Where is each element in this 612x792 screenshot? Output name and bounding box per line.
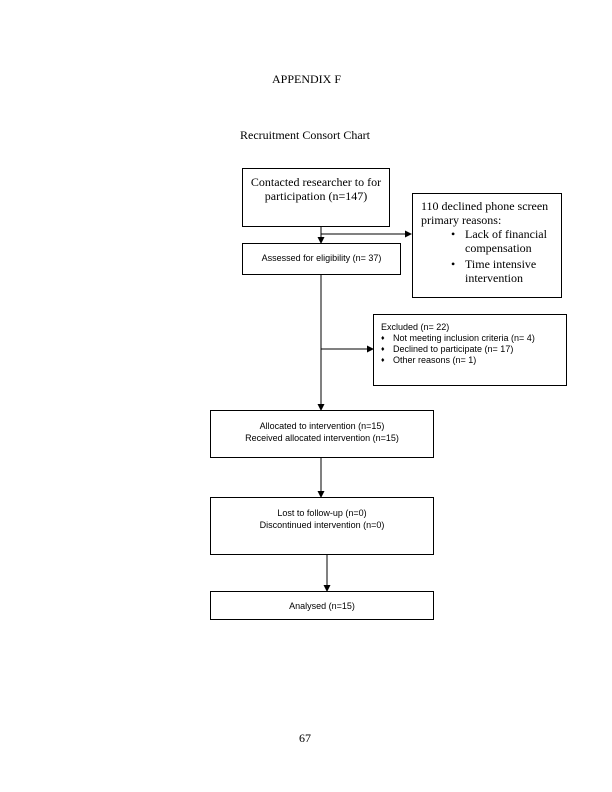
diamond-bullet-icon: ♦	[381, 346, 385, 353]
excluded-reason-text: Other reasons (n= 1)	[393, 355, 477, 365]
followup-box: Lost to follow-up (n=0) Discontinued int…	[210, 497, 434, 555]
excluded-reason-text: Not meeting inclusion criteria (n= 4)	[393, 333, 535, 343]
excluded-reason-item: ♦ Declined to participate (n= 17)	[381, 344, 566, 355]
declined-reason-item: • Lack of financial compensation	[451, 227, 561, 255]
declined-reasons-list: • Lack of financial compensation • Time …	[451, 227, 561, 285]
declined-reason-line1: Time intensive	[465, 257, 537, 271]
excluded-reason-item: ♦ Not meeting inclusion criteria (n= 4)	[381, 333, 566, 344]
declined-box: 110 declined phone screen primary reason…	[412, 193, 562, 298]
allocated-line1: Allocated to intervention (n=15)	[259, 421, 385, 431]
assessed-box: Assessed for eligibility (n= 37)	[242, 243, 401, 275]
declined-reason-item: • Time intensive intervention	[451, 257, 561, 285]
excluded-reason-text: Declined to participate (n= 17)	[393, 344, 514, 354]
contacted-line1: Contacted researcher to for	[250, 175, 382, 189]
allocated-box: Allocated to intervention (n=15) Receive…	[210, 410, 434, 458]
diamond-bullet-icon: ♦	[381, 335, 385, 342]
followup-line2: Discontinued intervention (n=0)	[259, 520, 385, 530]
declined-line1: 110 declined phone screen	[421, 199, 549, 213]
followup-line1: Lost to follow-up (n=0)	[277, 508, 367, 518]
page-number: 67	[299, 731, 311, 745]
allocated-line2: Received allocated intervention (n=15)	[245, 433, 399, 443]
excluded-reason-item: ♦ Other reasons (n= 1)	[381, 355, 566, 366]
analysed-text: Analysed (n=15)	[289, 601, 355, 611]
declined-reason-line2: compensation	[465, 241, 532, 255]
assessed-text: Assessed for eligibility (n= 37)	[261, 253, 382, 263]
excluded-box: Excluded (n= 22) ♦ Not meeting inclusion…	[373, 314, 567, 386]
declined-reason-line1: Lack of financial	[465, 227, 547, 241]
excluded-reasons-list: ♦ Not meeting inclusion criteria (n= 4) …	[381, 333, 566, 366]
declined-reason-line2: intervention	[465, 271, 523, 285]
excluded-title: Excluded (n= 22)	[381, 322, 450, 332]
round-bullet-icon: •	[451, 257, 456, 271]
contacted-box: Contacted researcher to for participatio…	[242, 168, 390, 227]
chart-title: Recruitment Consort Chart	[240, 128, 370, 142]
analysed-box: Analysed (n=15)	[210, 591, 434, 620]
diamond-bullet-icon: ♦	[381, 357, 385, 364]
round-bullet-icon: •	[451, 227, 456, 241]
appendix-title: APPENDIX F	[272, 72, 342, 86]
declined-line2: primary reasons:	[421, 213, 502, 227]
contacted-line2: participation (n=147)	[264, 189, 368, 203]
